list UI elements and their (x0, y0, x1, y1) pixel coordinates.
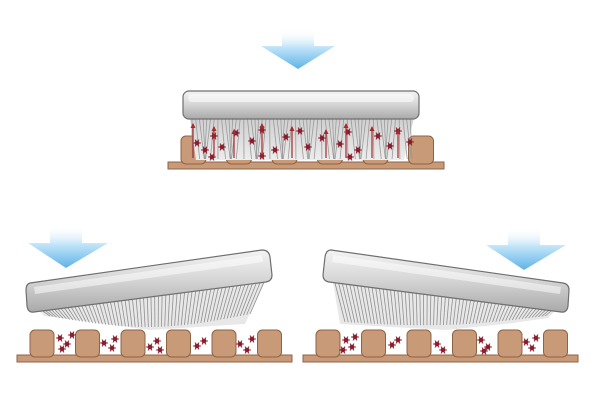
plaque-particle (354, 146, 362, 154)
plaque-particle (282, 133, 290, 141)
plaque-particle (406, 138, 414, 146)
plaque-particle (339, 346, 347, 354)
gum-papilla (257, 329, 282, 358)
plaque-particle (386, 142, 394, 150)
plaque-particle (63, 340, 71, 348)
gum-papilla (497, 329, 523, 358)
plaque-particle (56, 334, 64, 342)
brush-head (182, 90, 420, 120)
plaque-particle (248, 137, 256, 145)
brush-head (322, 249, 570, 313)
motion-arrow-icon (190, 123, 196, 158)
plaque-particle (351, 333, 359, 341)
gum-papilla (75, 329, 100, 358)
brush-head (25, 249, 273, 313)
gum-papilla (120, 329, 146, 358)
plaque-particle (484, 343, 492, 351)
gum-papilla (29, 329, 55, 358)
plaque-particle (394, 336, 402, 344)
plaque-particle (200, 337, 208, 345)
right-panel (302, 228, 579, 363)
plaque-particle (528, 344, 536, 352)
plaque-particle (111, 335, 119, 343)
plaque-particle (439, 346, 447, 354)
motion-arrow-icon (343, 123, 349, 158)
plaque-particle (146, 343, 154, 351)
plaque-particle (304, 143, 312, 151)
gum-papilla (406, 329, 432, 358)
plaque-particle (348, 343, 356, 351)
plaque-particle (193, 342, 201, 350)
left-panel (16, 226, 293, 363)
top-panel (167, 30, 445, 170)
gum-papilla (452, 329, 477, 358)
plaque-particle (388, 341, 396, 349)
plaque-particle (318, 134, 326, 142)
gum-papilla (211, 329, 237, 358)
plaque-particle (296, 127, 304, 135)
motion-arrow-icon (259, 123, 265, 158)
plaque-particle (68, 331, 76, 339)
gum-papilla (408, 135, 434, 165)
plaque-particle (193, 139, 201, 147)
gum-papilla (361, 329, 386, 358)
motion-arrow-icon (323, 129, 329, 158)
plaque-particle (346, 153, 354, 161)
plaque-particle (342, 336, 350, 344)
pressure-arrow-down-icon (261, 30, 335, 69)
motion-arrows (190, 123, 401, 158)
pressure-arrow-down-right-icon (28, 226, 108, 268)
plaque-particle (108, 344, 116, 352)
motion-arrow-icon (211, 126, 217, 158)
plaque-particle (153, 337, 161, 345)
plaque-particle (271, 146, 279, 154)
gum-row (302, 329, 579, 363)
plaque-particles (56, 331, 256, 354)
plaque-particle (344, 128, 352, 136)
gum-papilla (315, 329, 341, 358)
plaque-particle (58, 345, 66, 353)
gum-row (16, 329, 293, 363)
plaque-particle (208, 153, 216, 161)
plaque-particle (100, 339, 108, 347)
plaque-particles (339, 333, 540, 355)
gum-papilla (543, 329, 568, 358)
plaque-particle (433, 340, 441, 348)
plaque-particle (374, 132, 382, 140)
motion-arrow-icon (289, 126, 295, 158)
plaque-particle (522, 338, 530, 346)
plaque-particle (532, 334, 540, 342)
plaque-particle (236, 340, 244, 348)
plaque-particle (243, 346, 251, 354)
plaque-particle (480, 347, 488, 355)
plaque-particle (477, 336, 485, 344)
plaque-particle (210, 132, 218, 140)
motion-arrow-icon (395, 129, 401, 158)
bristle-bundle (190, 118, 414, 160)
plaque-particle (248, 335, 256, 343)
plaque-particle (336, 140, 344, 148)
plaque-particle (201, 146, 209, 154)
plaque-particles (193, 126, 414, 161)
pressure-arrow-down-left-icon (486, 228, 566, 270)
motion-arrow-icon (231, 129, 237, 158)
gum-papilla (166, 329, 191, 358)
plaque-particle (218, 143, 226, 151)
plaque-particle (156, 346, 164, 354)
motion-arrow-icon (369, 126, 375, 158)
